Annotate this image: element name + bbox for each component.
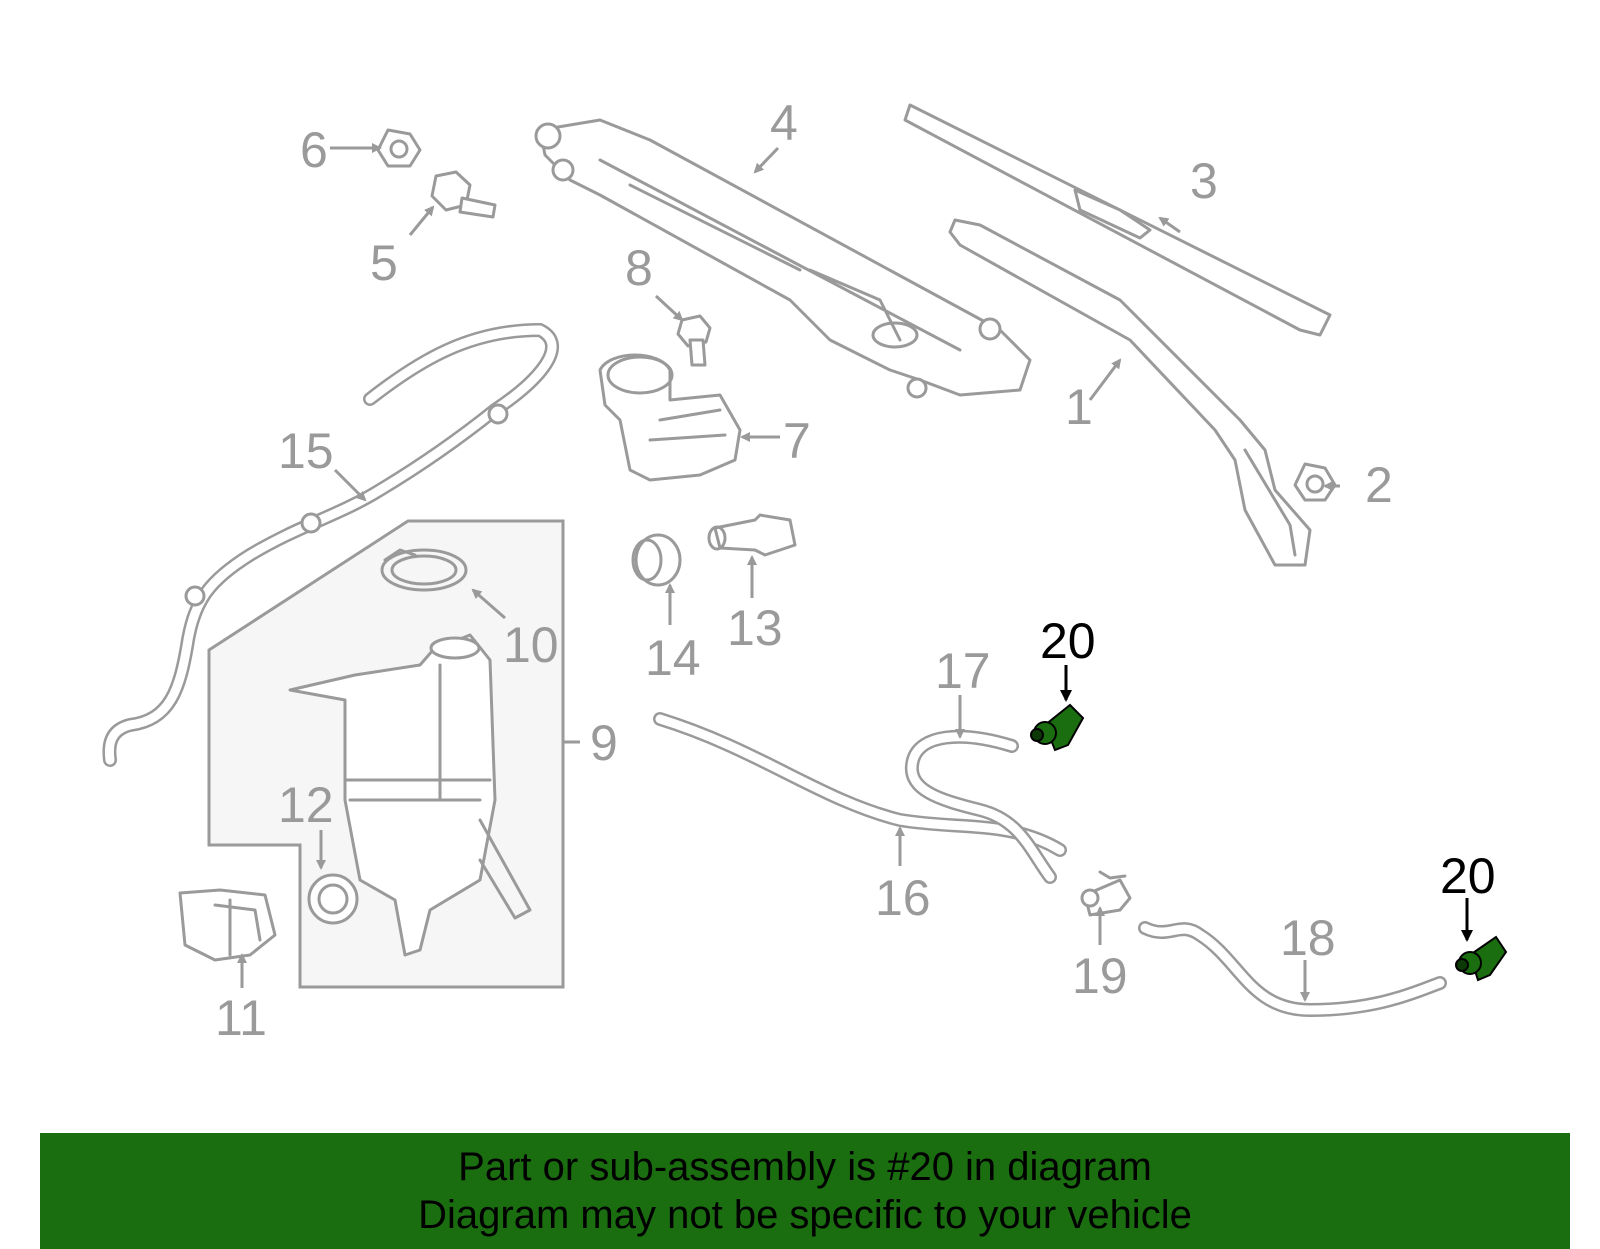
callout-20-upper: 20: [1040, 613, 1096, 669]
callout-2: 2: [1365, 457, 1393, 513]
pump-grommet: [307, 873, 359, 925]
washer-tank-assembly: [178, 519, 565, 989]
nut-2: [1293, 462, 1337, 502]
callout-10: 10: [503, 617, 559, 673]
washer-hose-17: [904, 729, 1057, 884]
wiper-linkage: [534, 118, 1032, 399]
connector-19: [1080, 870, 1132, 917]
banner-line-disclaimer: Diagram may not be specific to your vehi…: [418, 1193, 1192, 1237]
callout-12: 12: [278, 777, 334, 833]
bolt-8: [676, 314, 712, 367]
callout-16: 16: [875, 870, 931, 926]
callout-20-lower: 20: [1440, 848, 1496, 904]
callout-11: 11: [215, 990, 267, 1046]
callout-15: 15: [278, 423, 334, 479]
banner-line-part: Part or sub-assembly is #20 in diagram: [458, 1145, 1152, 1189]
info-banner: Part or sub-assembly is #20 in diagram D…: [40, 1133, 1570, 1249]
washer-hose-18: [1138, 921, 1447, 1017]
callout-19: 19: [1072, 948, 1128, 1004]
washer-nozzle-20a[interactable]: [1030, 703, 1085, 752]
callout-7: 7: [783, 413, 811, 469]
wiper-arm: [948, 218, 1312, 567]
washer-nozzle-20b[interactable]: [1455, 935, 1508, 982]
callout-1: 1: [1065, 379, 1093, 435]
tank-cap-seal: [380, 548, 468, 592]
callout-3: 3: [1190, 153, 1218, 209]
callout-5: 5: [370, 235, 398, 291]
level-sensor-13: [707, 513, 797, 557]
callout-8: 8: [625, 240, 653, 296]
nut-6: [376, 128, 422, 168]
grommet-14: [631, 533, 682, 587]
callout-4: 4: [770, 95, 798, 151]
callout-14: 14: [645, 630, 701, 686]
wiper-blade: [903, 103, 1332, 337]
bolt-5: [430, 170, 497, 219]
callout-6: 6: [300, 122, 328, 178]
wiper-motor: [598, 353, 742, 482]
washer-hose-15: [102, 323, 559, 767]
callout-13: 13: [727, 600, 783, 656]
washer-pump: [178, 888, 277, 962]
callout-17: 17: [935, 643, 991, 699]
callout-9: 9: [590, 715, 618, 771]
callout-18: 18: [1280, 910, 1336, 966]
leader-lines: [237, 143, 1473, 1002]
